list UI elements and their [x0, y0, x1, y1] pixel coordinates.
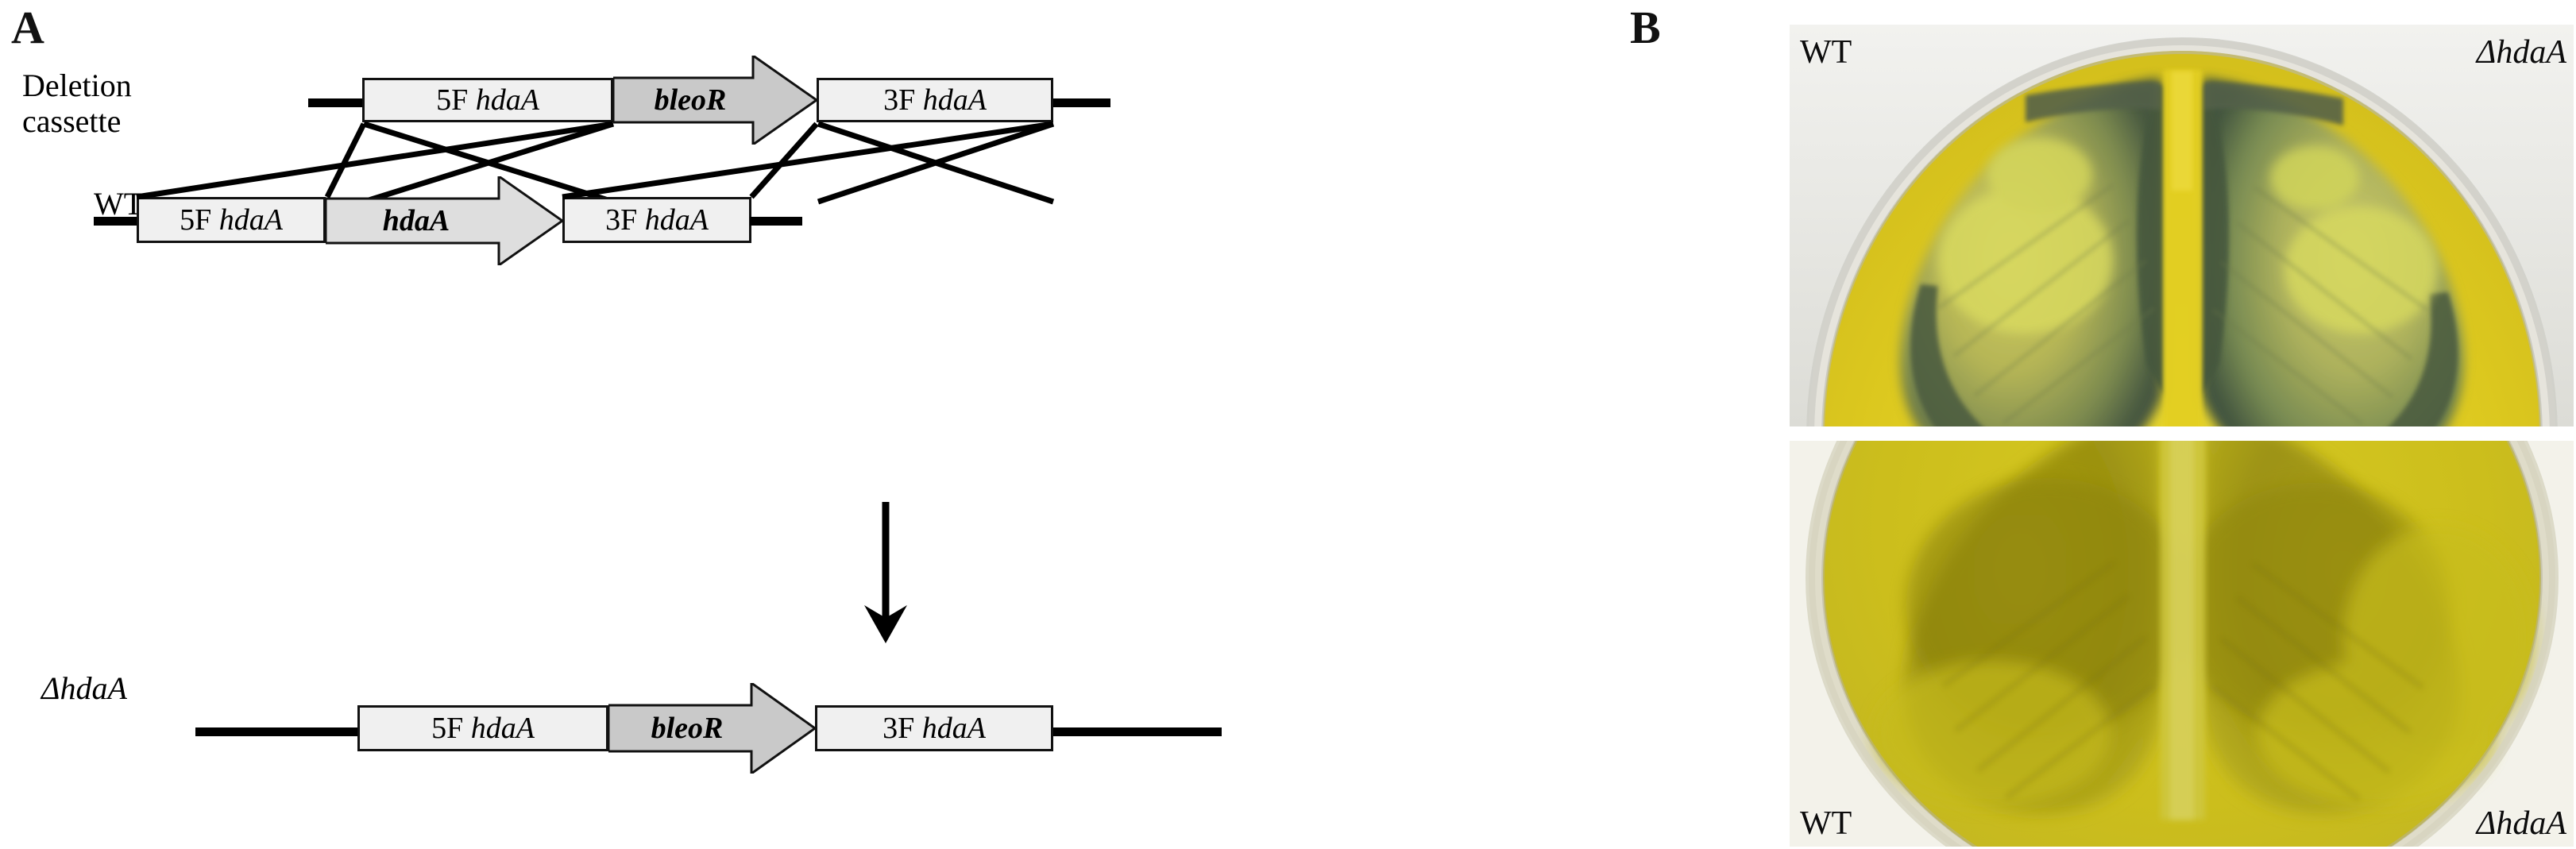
crossover-lines — [362, 121, 1055, 205]
cassette-3f-hdaA-box: 3F hdaA — [817, 78, 1053, 122]
mutant-bleoR-label: bleoR — [651, 712, 724, 745]
cassette-left-flank-line — [308, 98, 365, 107]
mutant-3f-hdaA-box: 3F hdaA — [815, 705, 1053, 751]
wt-3f-hdaA-box: 3F hdaA — [562, 197, 751, 243]
mutant-left-flank-line — [195, 727, 364, 736]
mutant-bleoR-arrow-shape — [608, 683, 817, 774]
cassette-3f-gene: hdaA — [922, 83, 987, 117]
cassette-bleoR-arrow-shape — [613, 56, 818, 145]
wt-hdaA-label: hdaA — [382, 204, 450, 237]
cassette-5f-hdaA-box: 5F hdaA — [362, 78, 613, 122]
cassette-right-flank-line — [1053, 98, 1110, 107]
mutant-5f-gene: hdaA — [470, 712, 535, 745]
plate-obverse-label-wt: WT — [1800, 34, 1852, 71]
plate-reverse: WT ΔhdaA — [1787, 438, 2576, 849]
wt-5f-prefix: 5F — [180, 203, 219, 237]
wt-3f-gene: hdaA — [644, 203, 709, 237]
plate-obverse-label-mutant: ΔhdaA — [2476, 34, 2566, 71]
wt-hdaA-arrow-shape — [326, 176, 564, 265]
plate-obverse-photo — [1787, 22, 2576, 429]
crossover-lines-final — [136, 121, 1054, 200]
row-label-deletion-cassette: Deletion cassette — [22, 68, 132, 139]
panel-a-schematic: A Deletion cassette WT ΔhdaA 5F hdaA ble… — [11, 2, 1222, 774]
wt-hdaA-arrow: hdaA — [326, 176, 564, 265]
mutant-right-flank-line — [1053, 727, 1222, 736]
wt-3f-prefix: 3F — [605, 203, 645, 237]
wt-right-flank-line — [750, 217, 802, 226]
cassette-5f-gene: hdaA — [475, 83, 539, 117]
row-label-wild-type: WT — [94, 186, 144, 222]
plate-reverse-label-wt: WT — [1800, 805, 1852, 842]
wt-5f-hdaA-box: 5F hdaA — [137, 197, 326, 243]
mutant-3f-prefix: 3F — [882, 712, 922, 745]
cassette-5f-prefix: 5F — [436, 83, 476, 117]
plate-reverse-label-mutant: ΔhdaA — [2476, 805, 2566, 842]
cassette-3f-prefix: 3F — [883, 83, 923, 117]
mutant-3f-gene: hdaA — [921, 712, 986, 745]
plate-reverse-photo — [1787, 438, 2576, 849]
recombination-result-arrow — [864, 502, 907, 643]
wt-5f-gene: hdaA — [218, 203, 283, 237]
cassette-bleoR-arrow: bleoR — [613, 56, 818, 145]
panel-b-letter: B — [1630, 2, 1661, 53]
row-label-deletion-mutant: ΔhdaA — [41, 670, 127, 706]
panel-b-plates: WT ΔhdaA — [1787, 22, 2576, 849]
plate-obverse: WT ΔhdaA — [1787, 22, 2576, 429]
cassette-bleoR-label: bleoR — [654, 83, 727, 117]
mutant-5f-hdaA-box: 5F hdaA — [357, 705, 608, 751]
mutant-5f-prefix: 5F — [431, 712, 471, 745]
mutant-bleoR-arrow: bleoR — [608, 683, 817, 774]
panel-a-letter: A — [11, 2, 44, 53]
